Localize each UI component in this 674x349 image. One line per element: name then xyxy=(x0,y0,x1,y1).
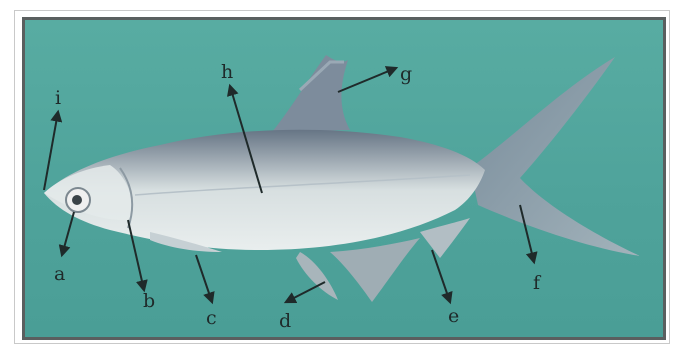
arrow-e xyxy=(432,250,450,302)
label-a: a xyxy=(54,263,65,285)
arrow-d xyxy=(286,282,325,302)
arrow-c xyxy=(196,255,212,302)
label-b: b xyxy=(143,290,155,312)
label-f: f xyxy=(533,272,542,294)
arrow-i xyxy=(44,112,58,190)
caudal-fin xyxy=(470,57,640,256)
label-g: g xyxy=(400,63,412,85)
anal-fin xyxy=(330,238,420,302)
arrow-g xyxy=(338,68,396,92)
label-e: e xyxy=(448,305,459,327)
arrow-a xyxy=(62,212,74,255)
adipose-fin xyxy=(420,218,470,258)
dorsal-fin xyxy=(272,55,350,132)
label-c: c xyxy=(206,307,217,329)
label-d: d xyxy=(279,310,291,332)
label-i: i xyxy=(55,87,61,109)
label-h: h xyxy=(221,61,233,83)
